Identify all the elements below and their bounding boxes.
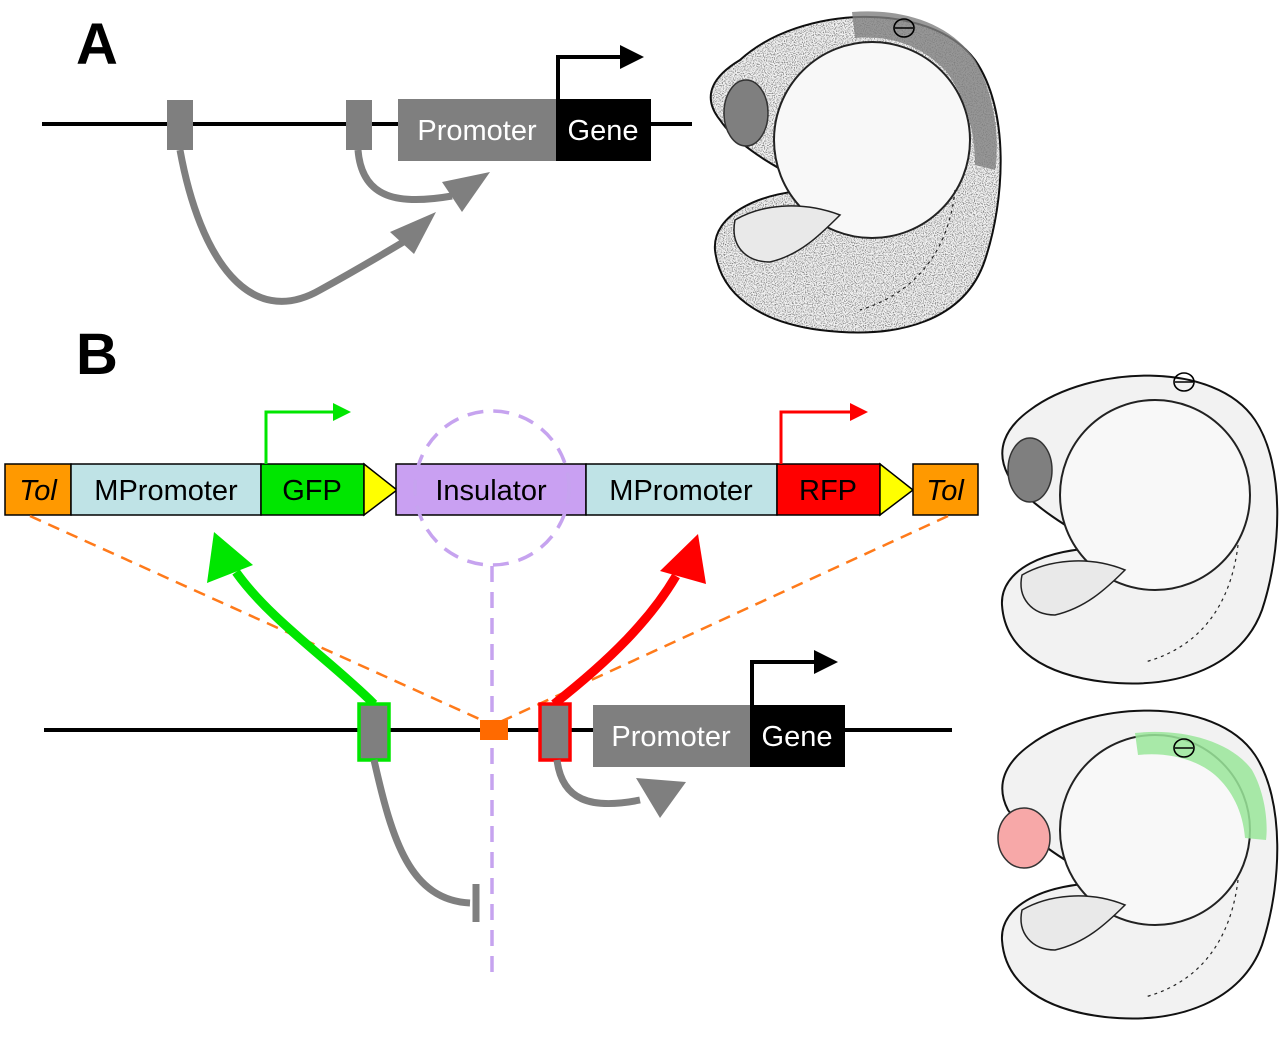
enhancer-2-a — [346, 100, 372, 150]
promoter-label-a: Promoter — [417, 115, 537, 147]
embryo-b-bottom-tail-loop — [1020, 895, 1127, 951]
enhancer-1-arrow-a — [176, 149, 412, 305]
rfp-activation-arrow — [551, 573, 680, 708]
embryo-a — [709, 11, 1002, 334]
tol-right-label: Tol — [926, 475, 965, 507]
embryo-b-top — [1000, 372, 1279, 685]
enhancer-green-b — [357, 702, 391, 762]
transcription-start-arrow-b — [750, 650, 838, 705]
gfp-activation-arrow — [232, 569, 378, 708]
enhancer-1-arrowhead-a — [390, 212, 436, 254]
tol-left-label: Tol — [19, 475, 58, 507]
rfp-box — [776, 463, 881, 516]
enhancer-1-a — [167, 100, 193, 150]
embryo-a-yolk — [773, 41, 971, 239]
insulator-label: Insulator — [435, 475, 547, 507]
panel-a-label: A — [76, 12, 118, 77]
promoter-label-b: Promoter — [611, 721, 731, 753]
rfp-transcription-arrow — [779, 403, 868, 464]
promoter-box-b — [593, 705, 750, 767]
gene-box-a — [556, 99, 651, 161]
embryo-b-bottom-red-eye — [997, 807, 1051, 869]
mpromoter-right-label: MPromoter — [609, 475, 753, 507]
embryo-b-bottom-green-expression — [1135, 731, 1267, 840]
enhancer-red-arrowhead — [636, 778, 686, 818]
blocked-enhancer-path — [370, 759, 471, 907]
transcription-start-arrow-a — [556, 45, 644, 99]
gfp-transcription-arrow — [264, 403, 351, 464]
embryo-a-otic-vesicle — [893, 18, 915, 38]
panel-b-locus: Promoter Gene — [44, 650, 952, 922]
embryo-a-eye-expression — [723, 79, 769, 147]
embryo-a-somites — [859, 189, 956, 311]
panel-b-label: B — [76, 322, 118, 387]
mpromoter-left-label: MPromoter — [94, 475, 238, 507]
insulator-box — [395, 463, 587, 516]
embryo-b-bottom-otic-vesicle — [1173, 738, 1195, 758]
enhancer-2-arrow-a — [354, 149, 453, 204]
tol-right-box — [912, 463, 979, 516]
loxp-left-triangle — [363, 462, 399, 517]
panel-a-locus: Promoter Gene — [42, 45, 692, 305]
enhancer-red-to-promoter-arrow — [553, 759, 641, 808]
loxp-right-triangle — [879, 462, 915, 517]
gene-label-b: Gene — [762, 721, 833, 753]
embryo-b-top-eye — [1007, 437, 1053, 503]
integration-site — [480, 720, 508, 740]
enhancer-2-arrowhead-a — [442, 172, 490, 212]
gene-box-b — [750, 705, 845, 767]
transgene-construct: Tol MPromoter GFP Insulator MPromoter RF… — [4, 403, 979, 517]
insulator-dashed-circle — [413, 409, 571, 567]
rfp-label: RFP — [799, 475, 857, 507]
embryo-b-top-tail-loop — [1020, 560, 1127, 616]
gfp-activation-arrowhead — [207, 532, 253, 583]
embryo-b-top-otic-vesicle — [1173, 372, 1195, 392]
rfp-activation-arrowhead — [660, 534, 706, 584]
embryo-b-top-yolk — [1059, 399, 1251, 591]
embryo-b-bottom — [997, 709, 1279, 1020]
mpromoter-right-box — [585, 463, 778, 516]
gene-label-a: Gene — [568, 115, 639, 147]
gfp-label: GFP — [282, 475, 342, 507]
enhancer-red-b — [538, 702, 572, 762]
embryo-a-hindbrain-expression — [852, 11, 997, 171]
promoter-box-a — [398, 99, 556, 161]
integration-dashed-left — [29, 514, 487, 724]
embryo-a-tail-loop — [733, 205, 842, 263]
